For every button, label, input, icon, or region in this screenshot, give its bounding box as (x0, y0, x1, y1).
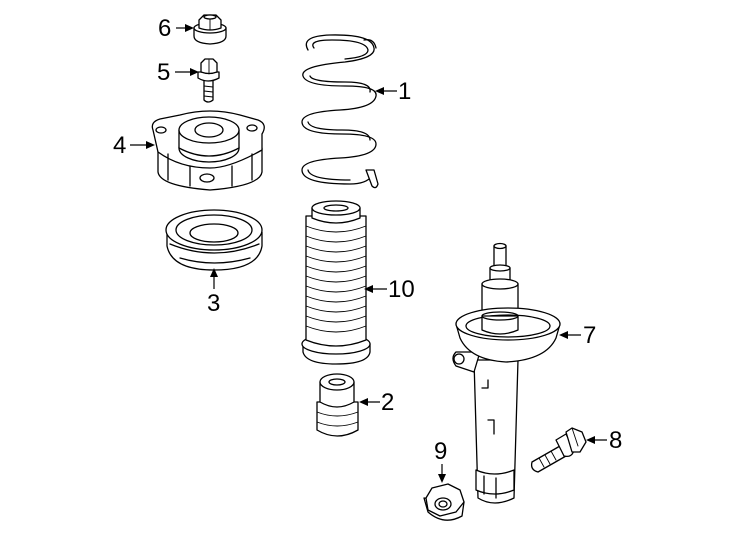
callout-1: 1 (398, 78, 411, 105)
part-4-strut-mount (151, 110, 265, 191)
part-7-strut (452, 242, 561, 504)
part-9-nut (423, 483, 465, 521)
callout-7: 7 (583, 322, 596, 349)
part-3-bearing-seat (165, 209, 263, 271)
leader-lines (130, 24, 607, 483)
part-1-coil-spring (301, 34, 379, 189)
part-2-bump-stop (316, 373, 359, 437)
callout-3: 3 (207, 290, 220, 317)
part-10-dust-boot (301, 200, 371, 365)
part-6-flange-nut (193, 14, 227, 45)
callout-8: 8 (609, 427, 622, 454)
callout-10: 10 (388, 276, 415, 303)
callout-5: 5 (157, 59, 170, 86)
part-8-bolt (530, 427, 587, 473)
callout-4: 4 (113, 132, 126, 159)
callout-2: 2 (381, 389, 394, 416)
part-5-bolt (197, 58, 220, 103)
callout-6: 6 (158, 15, 171, 42)
callout-9: 9 (434, 438, 447, 465)
